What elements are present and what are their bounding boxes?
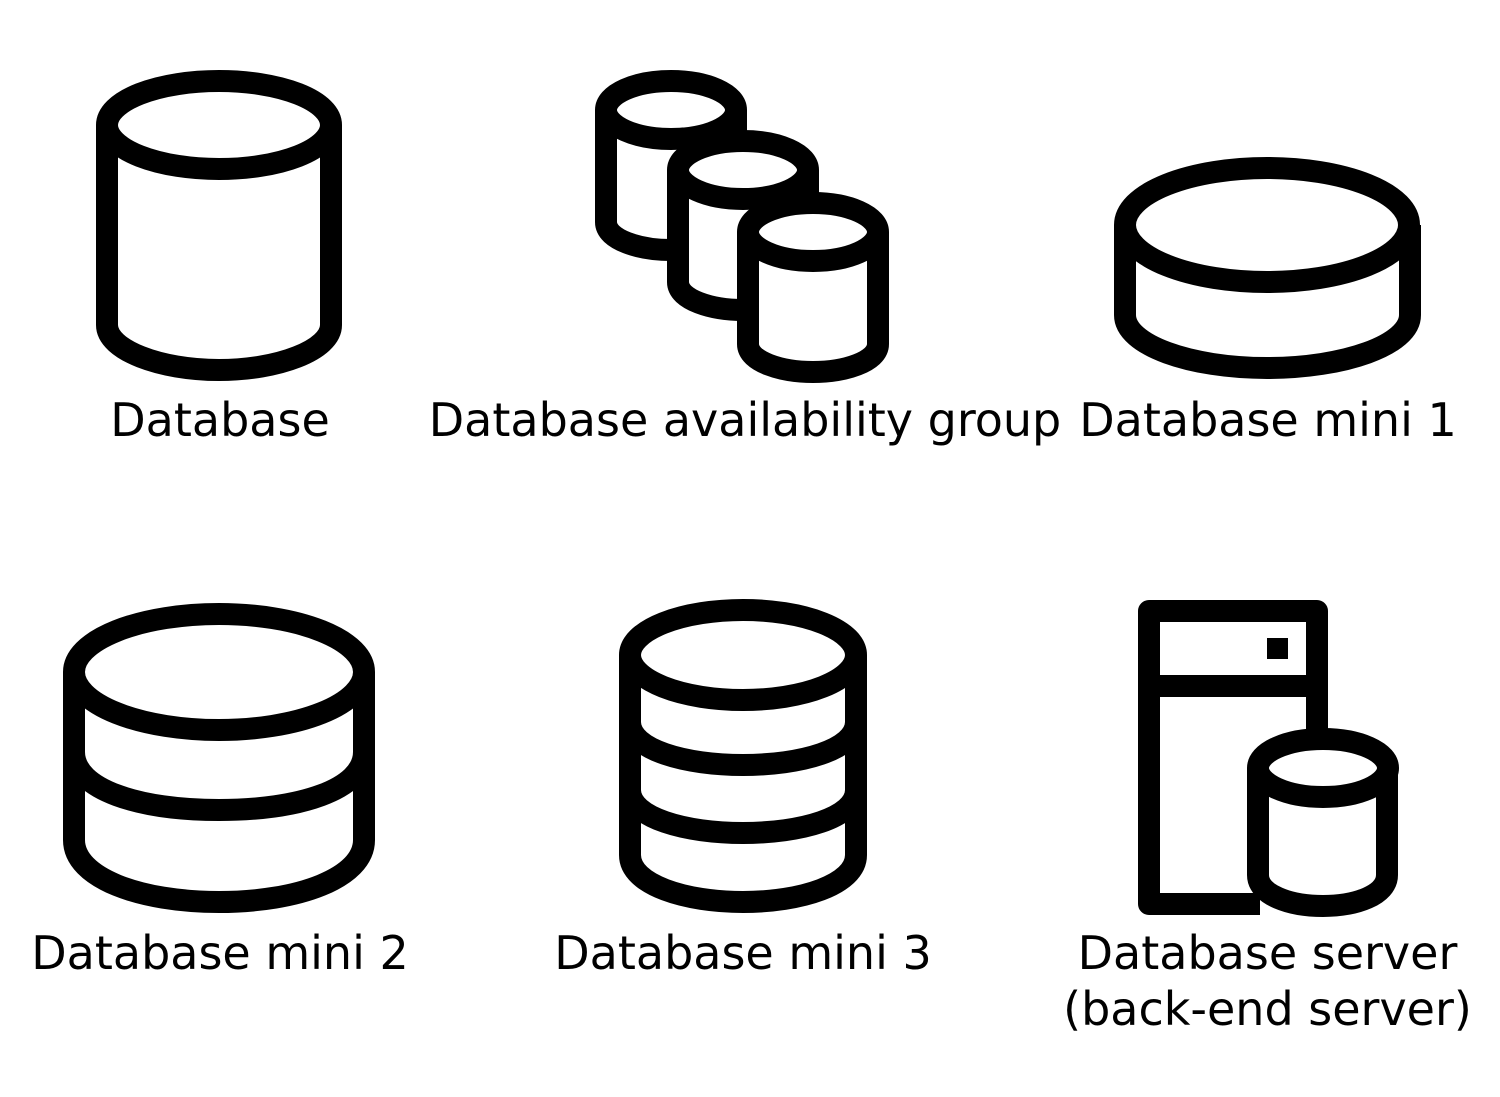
server-database-cylinder (1247, 728, 1399, 917)
database-label: Database (110, 393, 330, 447)
database-mini-2-label: Database mini 2 (31, 926, 409, 980)
database-server-icon (1138, 600, 1399, 917)
database-availability-group-icon (595, 70, 889, 383)
database-server-label: Database server (back-end server) (1063, 926, 1472, 1036)
database-mini-3-icon (619, 599, 867, 913)
dag-cylinder-front (737, 192, 889, 383)
database-mini-1-label: Database mini 1 (1079, 393, 1457, 447)
database-mini-3-label: Database mini 3 (554, 926, 932, 980)
database-mini-1-icon (1114, 157, 1421, 379)
server-status-light (1267, 638, 1288, 659)
database-mini-2-icon (63, 603, 375, 913)
database-cylinder-icon (96, 70, 342, 381)
database-availability-group-label: Database availability group (428, 393, 1062, 447)
